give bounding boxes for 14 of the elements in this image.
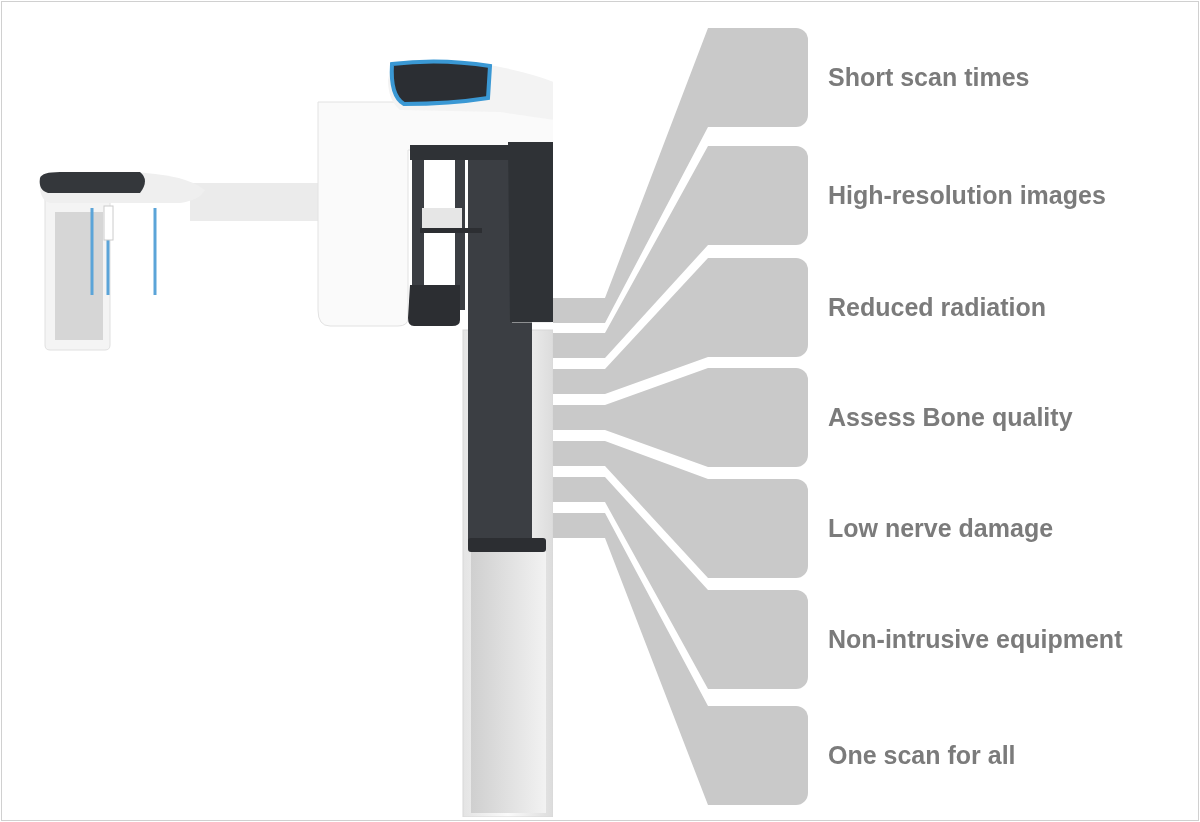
feature-label: High-resolution images xyxy=(828,180,1106,211)
feature-label: Short scan times xyxy=(828,62,1030,93)
feature-label: Low nerve damage xyxy=(828,513,1054,544)
feature-label: Non-intrusive equipment xyxy=(828,624,1123,655)
feature-label: One scan for all xyxy=(828,740,1016,771)
feature-label: Assess Bone quality xyxy=(828,402,1073,433)
connector-band xyxy=(553,258,708,394)
connector-band xyxy=(553,28,708,323)
feature-label: Reduced radiation xyxy=(828,292,1047,323)
connector-band xyxy=(553,368,708,467)
connector-band xyxy=(553,441,708,578)
connector-band xyxy=(553,513,708,805)
connector-band xyxy=(553,146,708,358)
connector-band xyxy=(553,477,708,689)
